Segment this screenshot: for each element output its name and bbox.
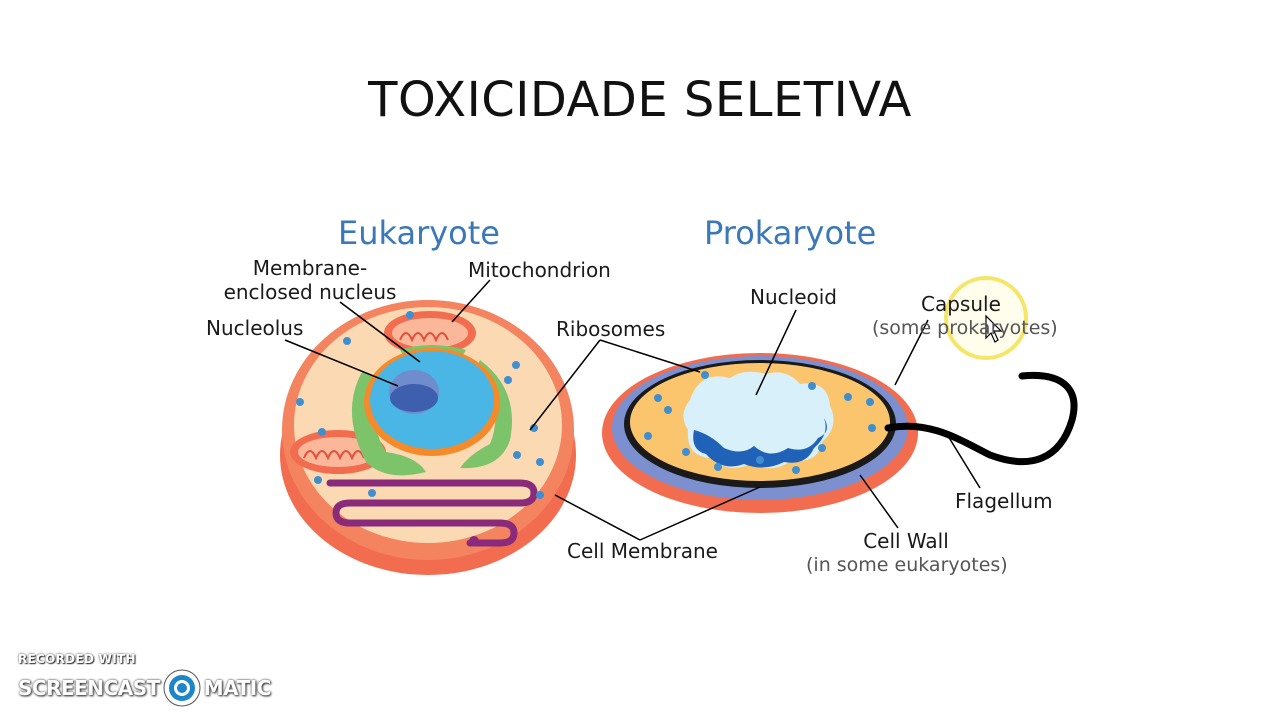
screencast-watermark: RECORDED WITH SCREENCAST MATIC [18, 652, 271, 708]
prokaryote-ribosomes [644, 371, 876, 474]
flagellum-shape [884, 371, 1078, 466]
eukaryote-ribosomes [296, 311, 544, 499]
nucleoid [683, 371, 834, 469]
label-nucleoid: Nucleoid [750, 285, 837, 309]
prokaryote-cell [602, 353, 1078, 513]
label-membrane-nucleus-line1: Membrane- [252, 256, 368, 280]
label-cell-membrane: Cell Membrane [567, 539, 718, 563]
golgi-apparatus [326, 479, 538, 547]
watermark-word-left: SCREENCAST [18, 676, 160, 700]
label-membrane-nucleus: Membrane- enclosed nucleus [210, 256, 410, 304]
label-cell-wall: Cell Wall (in some eukaryotes) [806, 529, 1008, 577]
label-capsule: Capsule [921, 292, 1001, 316]
eukaryote-cell [280, 300, 576, 575]
label-ribosomes: Ribosomes [556, 317, 666, 341]
label-nucleolus: Nucleolus [206, 316, 304, 340]
watermark-word-right: MATIC [203, 676, 272, 700]
slide-title: TOXICIDADE SELETIVA [368, 72, 912, 128]
label-capsule-note: (some prokaryotes) [872, 317, 1058, 339]
label-cell-wall-title: Cell Wall [863, 529, 949, 553]
label-flagellum: Flagellum [955, 489, 1053, 513]
mouse-pointer-icon [985, 314, 1003, 343]
label-membrane-nucleus-line2: enclosed nucleus [223, 280, 397, 304]
leader-lines [284, 279, 981, 541]
watermark-top-text: RECORDED WITH [18, 652, 136, 666]
label-cell-wall-note: (in some eukaryotes) [806, 554, 1008, 576]
label-mitochondrion: Mitochondrion [468, 258, 611, 282]
prokaryote-heading: Prokaryote [704, 214, 877, 252]
eukaryote-nucleus [364, 348, 500, 456]
screencast-logo-icon [163, 669, 201, 707]
eukaryote-heading: Eukaryote [338, 214, 500, 252]
